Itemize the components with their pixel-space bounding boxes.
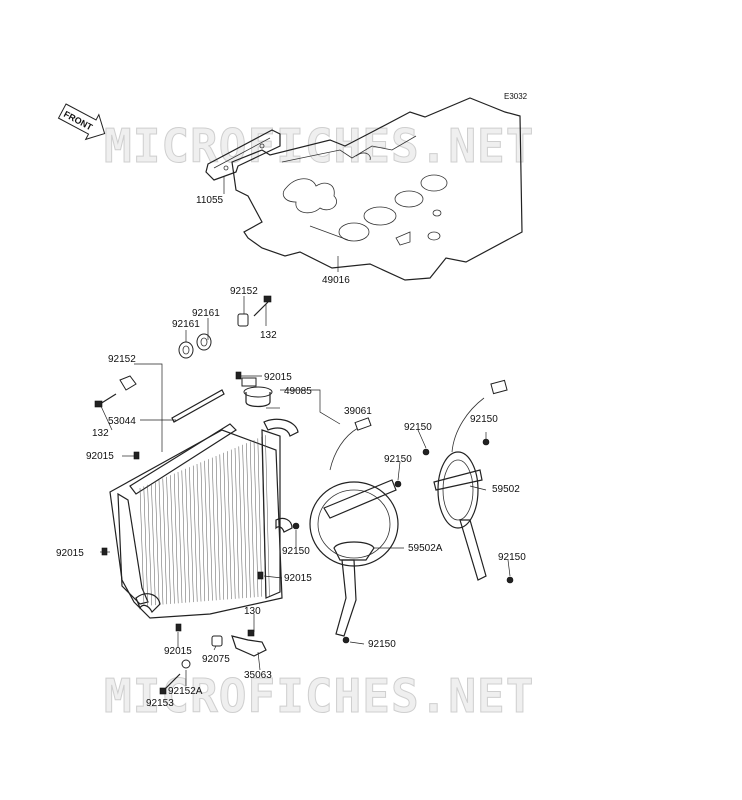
- radiator-fin: [219, 454, 225, 600]
- radiator-fin: [200, 462, 206, 602]
- grommets: [178, 333, 212, 359]
- bolt-92153: [159, 673, 181, 695]
- radiator-fin: [208, 459, 213, 601]
- clips: [101, 371, 264, 632]
- bolt-132-top: [253, 295, 272, 317]
- label-92150-b[interactable]: 92150: [470, 414, 498, 425]
- label-53044[interactable]: 53044: [108, 416, 136, 427]
- heat-shield-plate: [231, 97, 523, 281]
- radiator-fin: [230, 449, 236, 599]
- radiator-fin: [185, 468, 190, 603]
- radiator-fin: [139, 487, 145, 607]
- label-92150-d[interactable]: 92150: [282, 546, 310, 557]
- radiator-fin: [151, 483, 156, 606]
- radiator-fin: [173, 473, 179, 604]
- label-92152-left[interactable]: 92152: [108, 354, 136, 365]
- label-130[interactable]: 130: [244, 606, 261, 617]
- fan-59502: [433, 379, 514, 584]
- leader-lines: [99, 176, 511, 686]
- watermark-top: MICROFICHES.NET: [104, 119, 534, 173]
- label-132-top[interactable]: 132: [260, 330, 277, 341]
- radiator-fin: [158, 479, 164, 605]
- radiator-fin: [238, 446, 244, 599]
- label-49085[interactable]: 49085: [284, 386, 312, 397]
- label-59502A[interactable]: 59502A: [408, 543, 443, 554]
- label-35063[interactable]: 35063: [244, 670, 272, 681]
- radiator-cap: [241, 377, 273, 408]
- label-92152-top[interactable]: 92152: [230, 286, 258, 297]
- radiator-fin: [227, 451, 232, 600]
- label-92015-c[interactable]: 92015: [56, 548, 84, 559]
- radiator-fin: [223, 452, 228, 600]
- label-39061[interactable]: 39061: [344, 406, 372, 417]
- rod: [171, 389, 225, 423]
- collar-92152-top: [237, 313, 249, 327]
- label-92161-a[interactable]: 92161: [192, 308, 220, 319]
- radiator-fin: [166, 476, 171, 604]
- label-49016[interactable]: 49016: [322, 275, 350, 286]
- label-92150-a[interactable]: 92150: [404, 422, 432, 433]
- label-92015-d[interactable]: 92015: [284, 573, 312, 584]
- label-132-left[interactable]: 132: [92, 428, 109, 439]
- radiator: [109, 418, 299, 619]
- diagram-code: E3032: [504, 92, 528, 101]
- label-92075[interactable]: 92075: [202, 654, 230, 665]
- radiator-fin: [192, 465, 198, 602]
- label-92150-e[interactable]: 92150: [498, 552, 526, 563]
- radiator-fin: [204, 460, 209, 601]
- radiator-fin: [215, 455, 221, 601]
- label-92161-b[interactable]: 92161: [172, 319, 200, 330]
- radiator-fin: [162, 478, 168, 605]
- label-92152A[interactable]: 92152A: [168, 686, 203, 697]
- radiator-fin: [265, 435, 270, 597]
- label-11055[interactable]: 11055: [196, 195, 224, 206]
- fan-59502A: [309, 417, 399, 644]
- radiator-fin: [154, 481, 160, 605]
- damper: [211, 635, 223, 647]
- label-92015-e[interactable]: 92015: [164, 646, 192, 657]
- radiator-fin: [170, 475, 175, 604]
- collar-92152A: [181, 659, 191, 669]
- radiator-fin: [143, 486, 149, 606]
- radiator-fin: [253, 439, 259, 598]
- bolt-132-left: [94, 393, 117, 408]
- front-arrow-icon: FRONT: [57, 103, 106, 141]
- lower-bracket: [231, 629, 267, 657]
- radiator-fin: [246, 443, 251, 598]
- label-92015-a[interactable]: 92015: [264, 372, 292, 383]
- collar-92152-left: [119, 375, 137, 391]
- radiator-fin: [181, 470, 187, 603]
- radiator-fin: [242, 444, 247, 598]
- label-92150-c[interactable]: 92150: [384, 454, 412, 465]
- radiator-fin: [234, 447, 240, 599]
- radiator-fin: [196, 463, 202, 602]
- radiator-fin: [257, 438, 263, 597]
- radiator-fin: [249, 441, 255, 598]
- label-92153[interactable]: 92153: [146, 698, 174, 709]
- radiator-fin: [147, 484, 152, 606]
- label-59502[interactable]: 59502: [492, 484, 520, 495]
- bracket: [205, 129, 281, 181]
- radiator-fin: [177, 471, 183, 604]
- label-92150-f[interactable]: 92150: [368, 639, 396, 650]
- radiator-fin: [211, 457, 217, 601]
- label-92015-b[interactable]: 92015: [86, 451, 114, 462]
- watermark-bottom: MICROFICHES.NET: [104, 669, 534, 723]
- radiator-fin: [189, 467, 194, 603]
